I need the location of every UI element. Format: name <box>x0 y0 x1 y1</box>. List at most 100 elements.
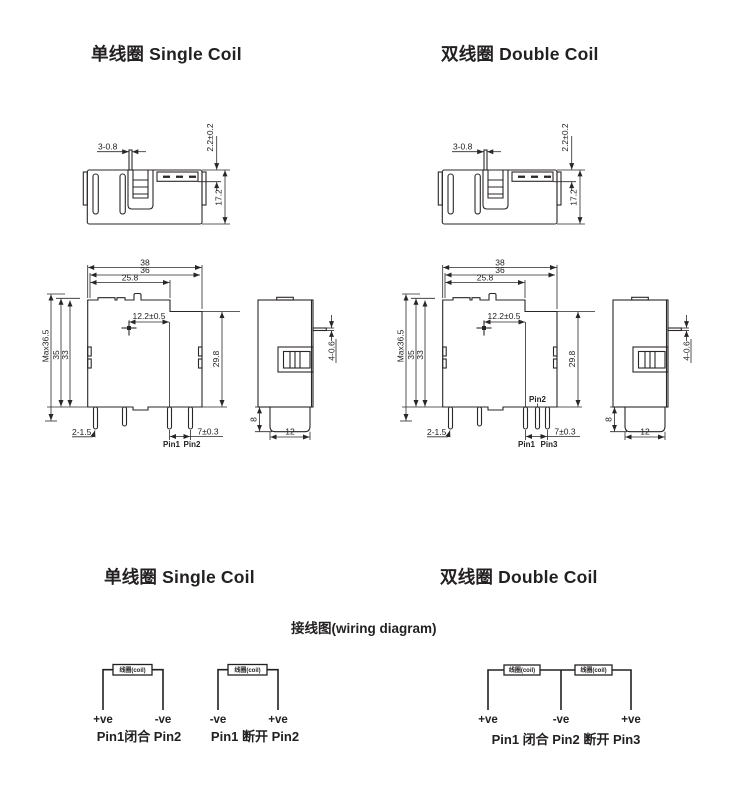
left-polarity-label: -ve <box>210 714 227 726</box>
coil-terminal <box>121 406 128 427</box>
coil-wire-right <box>612 669 632 710</box>
left-polarity-label: +ve <box>93 714 113 726</box>
right-polarity-label: +ve <box>621 714 641 726</box>
coil-pin <box>483 149 488 171</box>
dim-height-body-label: 35 <box>51 350 61 360</box>
double-coil-main-view-drawing: 38 36 25.8 12.2±0.5 Max36.5 35 33 29.8 2 <box>396 258 595 449</box>
dim-terminal-spec-label: 4-0.6 <box>327 341 337 361</box>
single-coil-front-view-drawing: 3-0.8 2.2±0.2 17.2 <box>82 123 230 225</box>
dim-width-front-label: 25.8 <box>122 273 139 283</box>
coil-terminal <box>92 406 99 430</box>
dim-pin-spec-label: 3-0.8 <box>98 142 118 152</box>
dim-stem-height-label: 8 <box>249 417 259 422</box>
wiring-single-close: 线圈(coil) +ve -ve Pin1闭合 Pin2 <box>93 663 182 744</box>
pin2-label: Pin2 <box>529 395 546 404</box>
dim-height-inner-label: 33 <box>415 350 425 360</box>
dim-height-terminal-label: 29.8 <box>567 350 577 367</box>
side-terminal <box>312 327 327 332</box>
wiring-caption: Pin1 闭合 Pin2 断开 Pin3 <box>492 732 641 747</box>
side-terminal <box>667 327 682 332</box>
dim-height-body-label: 35 <box>406 350 416 360</box>
pin2-terminal <box>534 406 541 430</box>
double-coil-front-view-drawing: 3-0.8 2.2±0.2 17.2 <box>437 123 585 225</box>
dim-width-overall-label: 38 <box>140 258 150 268</box>
relay-end-outline <box>257 296 327 433</box>
dim-terminal-spec-label: 4-0.6 <box>682 341 692 361</box>
coil-symbol <box>112 663 153 676</box>
coil-label-1: 线圈(coil) <box>509 666 535 674</box>
wiring-diagram-heading: 接线图(wiring diagram) <box>291 621 437 636</box>
coil-wire-left <box>102 668 113 710</box>
dim-width-front-label: 25.8 <box>477 273 494 283</box>
dim-height-max-label: Max36.5 <box>41 329 51 362</box>
front-view-dimensions: 3-0.8 2.2±0.2 17.2 <box>97 123 230 225</box>
dim-width-body-label: 36 <box>495 265 505 275</box>
coil-symbol-1 <box>503 664 541 676</box>
pin2-label: Pin2 <box>184 440 201 449</box>
pin1-label: Pin1 <box>518 440 535 449</box>
coil-pin <box>128 149 133 171</box>
right-polarity-label: -ve <box>155 714 172 726</box>
pin1-label: Pin1 <box>163 440 180 449</box>
middle-polarity-label: -ve <box>553 714 570 726</box>
wiring-caption: Pin1闭合 Pin2 <box>97 729 182 744</box>
double-coil-title-bottom: 双线圈 Double Coil <box>440 567 598 587</box>
dim-coil-to-pin-label: 12.2±0.5 <box>132 311 165 321</box>
dim-top-gap-label: 2.2±0.2 <box>560 123 570 152</box>
relay-front-outline <box>437 149 562 225</box>
front-view-dimensions: 3-0.8 2.2±0.2 17.2 <box>452 123 585 225</box>
pin3-label: Pin3 <box>541 440 558 449</box>
pin1-terminal <box>166 406 173 430</box>
coil-label: 线圈(coil) <box>234 666 260 674</box>
double-coil-title-top: 双线圈 Double Coil <box>441 44 599 64</box>
coil-symbol <box>227 663 268 676</box>
dim-pin-pitch-label: 7±0.3 <box>554 427 575 437</box>
dim-pin-pitch-label: 7±0.3 <box>197 427 218 437</box>
left-polarity-label: +ve <box>478 714 498 726</box>
relay-front-outline <box>82 149 207 225</box>
end-view-dimensions: 4-0.6 8 12 <box>604 315 692 440</box>
relay-end-outline <box>612 296 682 433</box>
dim-height-label: 17.2 <box>214 189 224 206</box>
pin3-terminal <box>544 406 551 430</box>
coil-wire-left <box>487 669 504 710</box>
bottom-stem <box>269 406 311 433</box>
dim-pin-spec-label: 2-1.5 <box>72 427 92 437</box>
coil-symbol-2 <box>574 664 613 676</box>
right-polarity-label: +ve <box>268 714 288 726</box>
dim-pin-spec-label: 3-0.8 <box>453 142 473 152</box>
coil-wire-left <box>217 668 228 710</box>
dim-coil-to-pin-label: 12.2±0.5 <box>487 311 520 321</box>
coil-terminal <box>447 406 454 430</box>
double-coil-end-view-drawing: 4-0.6 8 12 <box>604 296 692 440</box>
dim-height-terminal-label: 29.8 <box>211 350 221 367</box>
main-view-dimensions: 38 36 25.8 12.2±0.5 Max36.5 35 33 29.8 2 <box>396 258 595 449</box>
dim-top-gap-label: 2.2±0.2 <box>205 123 215 152</box>
wiring-double: 线圈(coil) 线圈(coil) +ve -ve +ve Pin1 闭合 Pi… <box>478 664 641 747</box>
wiring-single-open: 线圈(coil) -ve +ve Pin1 断开 Pin2 <box>210 663 299 744</box>
dim-width-overall-label: 38 <box>495 258 505 268</box>
single-coil-title-top: 单线圈 Single Coil <box>91 44 242 64</box>
dim-height-max-label: Max36.5 <box>396 329 406 362</box>
dim-pin-spec-label: 2-1.5 <box>427 427 447 437</box>
dim-stem-width-label: 12 <box>640 427 650 437</box>
wiring-caption: Pin1 断开 Pin2 <box>211 729 299 744</box>
dim-stem-height-label: 8 <box>604 417 614 422</box>
pin1-terminal <box>522 406 529 430</box>
dim-width-body-label: 36 <box>140 265 150 275</box>
dim-stem-width-label: 12 <box>285 427 295 437</box>
single-coil-title-bottom: 单线圈 Single Coil <box>104 567 255 587</box>
main-view-dimensions: 38 36 25.8 12.2±0.5 Max36.5 35 33 29.8 2 <box>41 258 240 449</box>
single-coil-end-view-drawing: 4-0.6 8 12 <box>249 296 337 440</box>
relay-body-outline <box>87 292 203 430</box>
single-coil-main-view-drawing: 38 36 25.8 12.2±0.5 Max36.5 35 33 29.8 2 <box>41 258 240 449</box>
end-view-dimensions: 4-0.6 8 12 <box>249 315 337 440</box>
dim-height-label: 17.2 <box>569 189 579 206</box>
coil-terminal <box>476 406 483 427</box>
coil-label: 线圈(coil) <box>119 666 145 674</box>
pin2-terminal <box>187 406 194 430</box>
coil-label-2: 线圈(coil) <box>580 666 606 674</box>
coil-wire-right <box>267 668 279 710</box>
bottom-stem <box>624 406 666 433</box>
